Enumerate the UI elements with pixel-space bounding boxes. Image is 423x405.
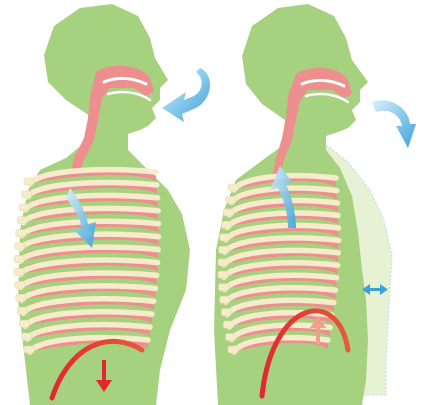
vertebra: [223, 209, 233, 216]
vertebra: [219, 284, 229, 291]
vertebra: [19, 204, 29, 211]
vertebra: [228, 184, 238, 191]
vertebra: [220, 234, 230, 241]
vertebra: [220, 296, 230, 303]
exhalation-panel: [214, 4, 416, 405]
vertebra: [22, 191, 32, 198]
vertebra: [16, 230, 26, 237]
vertebra: [15, 243, 25, 250]
vertebra: [218, 271, 228, 278]
vertebra: [221, 309, 231, 316]
exhaled-air-arrow-icon: [372, 100, 416, 148]
vertebra: [19, 320, 29, 327]
inhalation-panel: [14, 4, 210, 405]
vertebra: [226, 196, 236, 203]
vertebra: [15, 281, 25, 288]
vertebra: [16, 294, 26, 301]
vertebra: [24, 178, 34, 185]
vertebra: [226, 334, 236, 341]
vertebra: [228, 346, 238, 353]
vertebra: [223, 321, 233, 328]
vertebra: [24, 346, 34, 353]
inhaled-air-arrow-icon: [162, 68, 210, 122]
vertebra: [22, 333, 32, 340]
vertebra: [17, 217, 27, 224]
vertebra: [14, 268, 24, 275]
vertebra: [17, 307, 27, 314]
vertebra: [14, 256, 24, 263]
vertebra: [221, 221, 231, 228]
vertebra: [219, 246, 229, 253]
vertebra: [218, 259, 228, 266]
